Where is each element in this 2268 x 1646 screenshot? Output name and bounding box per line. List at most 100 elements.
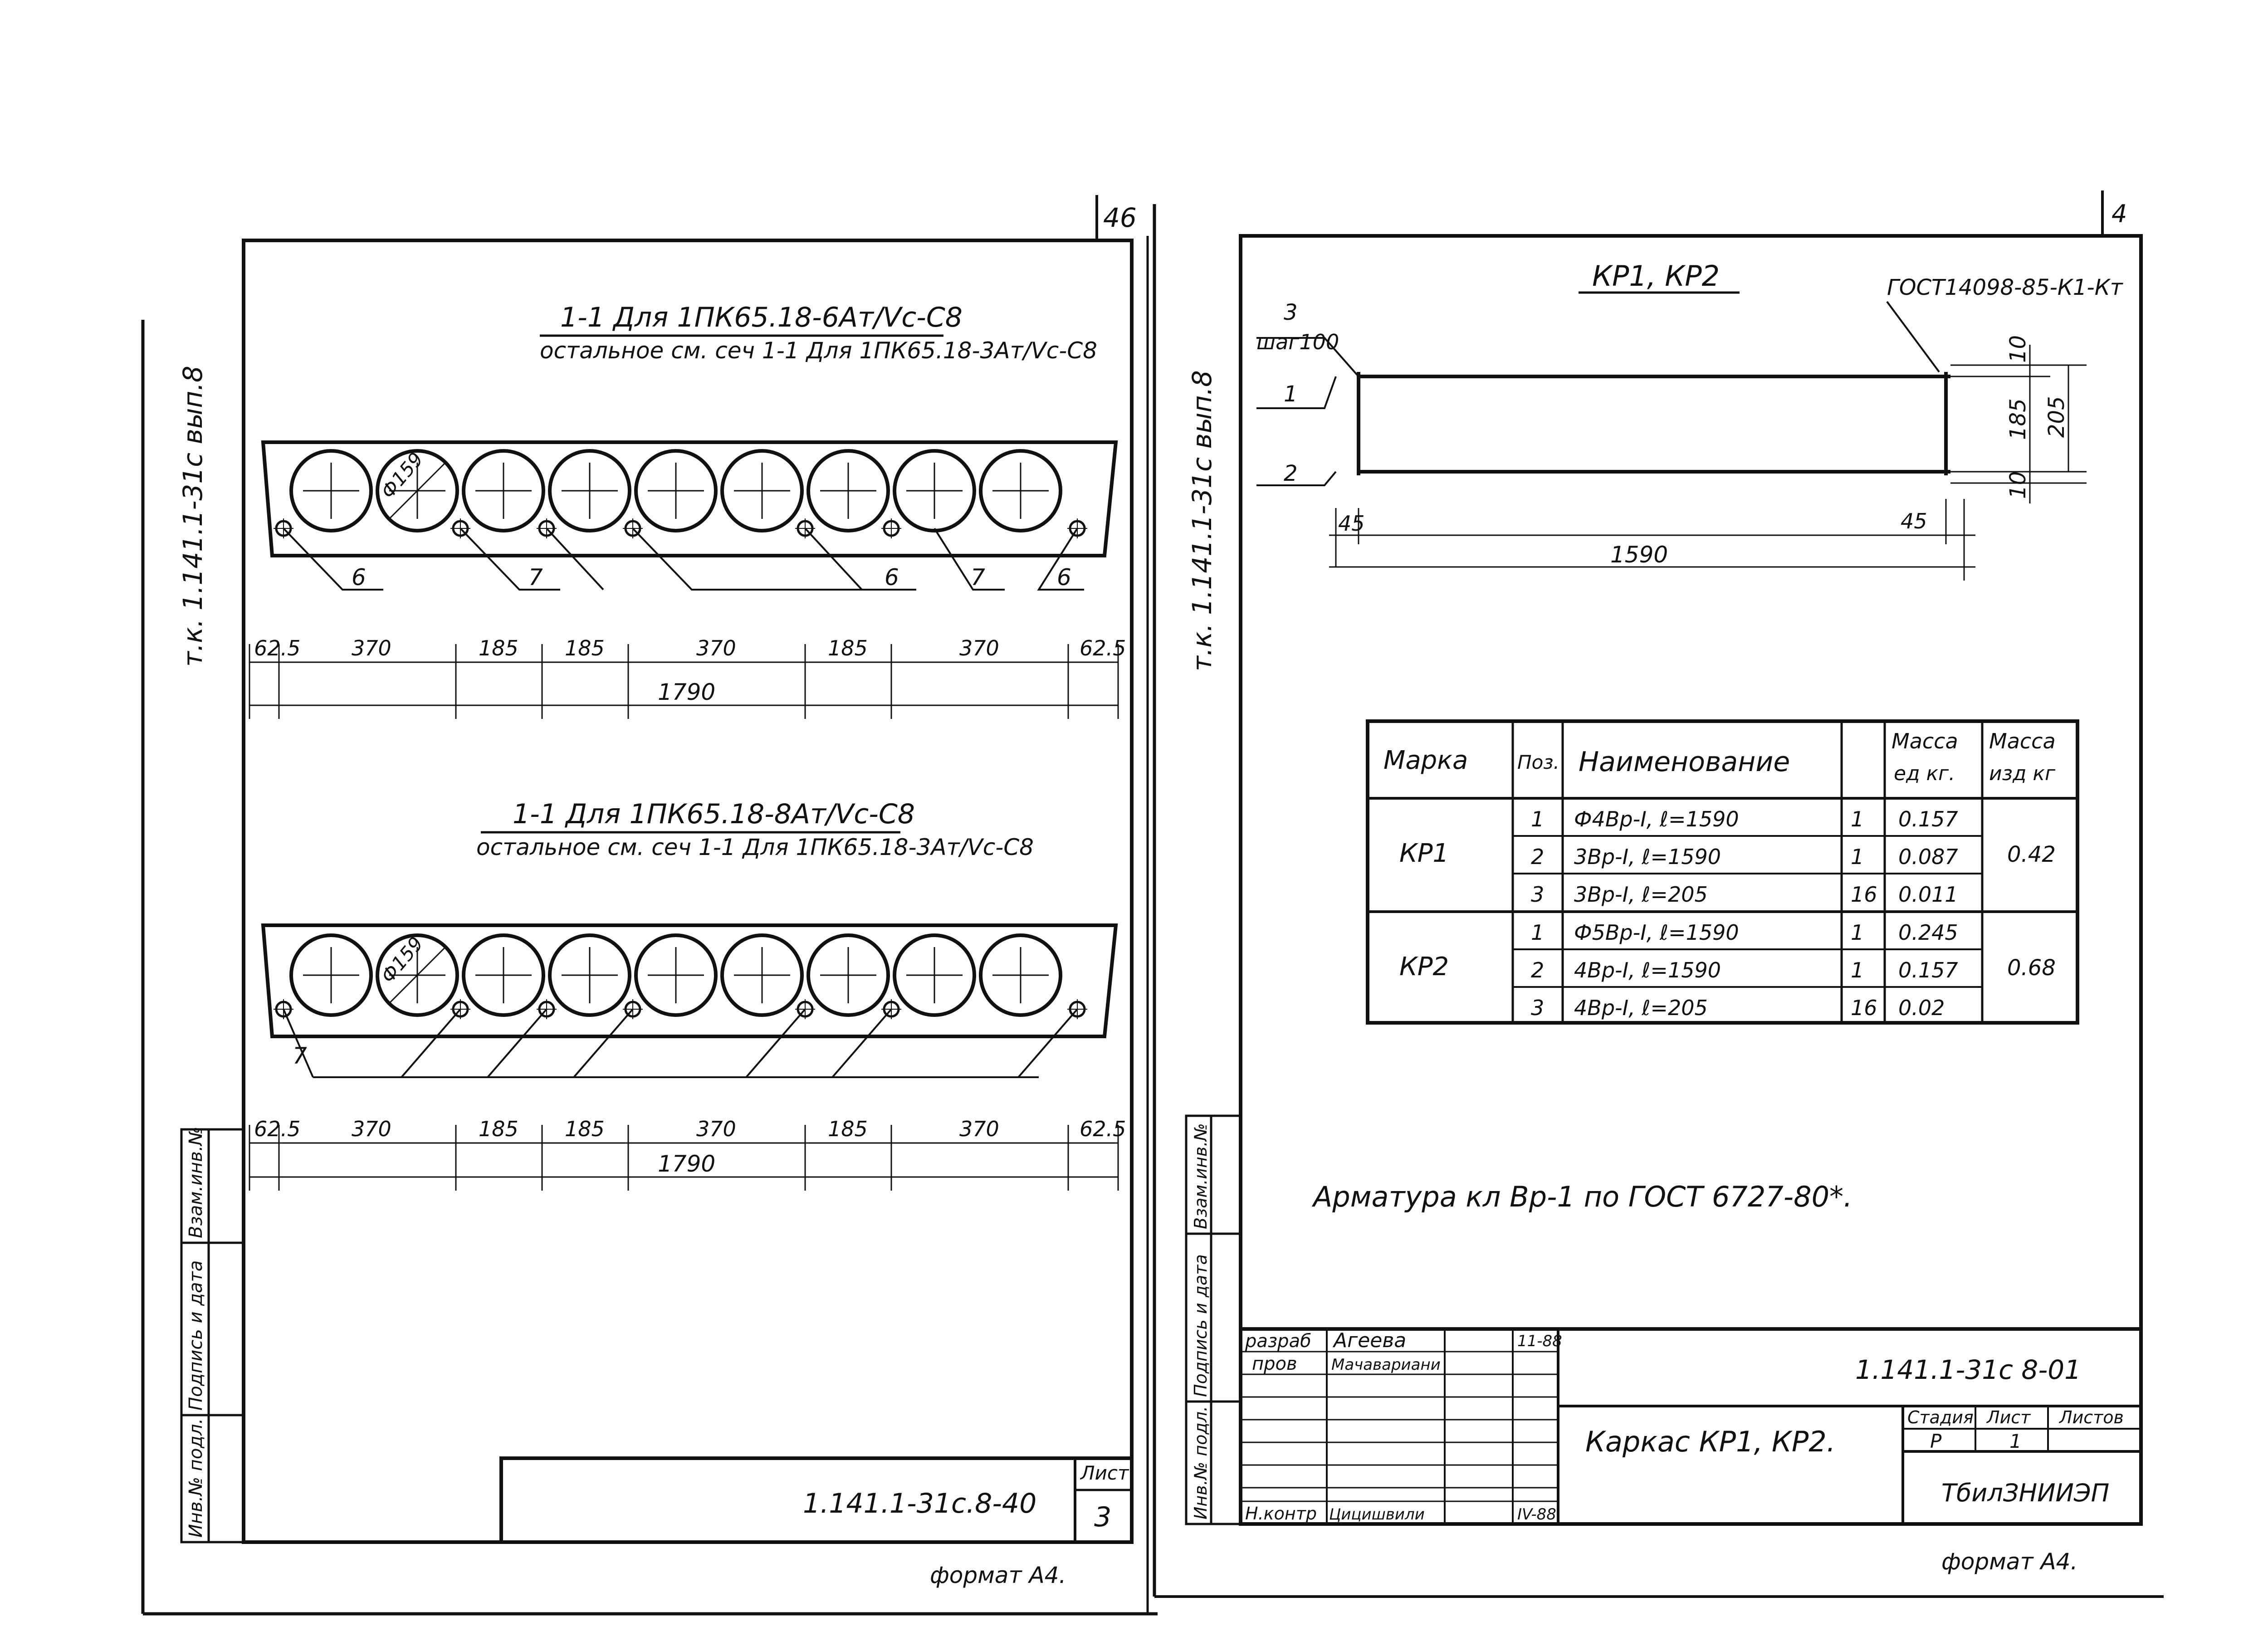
- position-2-label: 2: [1284, 461, 1298, 486]
- overall-dimension-label: 1790: [658, 1151, 715, 1177]
- left-stamp-label-1: Инв.№ подл.: [186, 1418, 206, 1538]
- table-pos: 1: [1531, 807, 1544, 831]
- table-name: 4Вр-I, ℓ=1590: [1574, 958, 1721, 982]
- dimension-label: 185: [479, 1117, 518, 1141]
- tb-sheet-label: Лист: [1986, 1407, 2031, 1427]
- tb-product: Каркас КР1, КР2.: [1585, 1425, 1835, 1458]
- table-pos: 1: [1531, 920, 1544, 945]
- tb-code: 1.141.1-31с 8-01: [1855, 1354, 2081, 1385]
- hollow-core-void: [807, 933, 890, 1017]
- slab-section-a: Ф159: [261, 440, 1118, 557]
- callout-leader: [632, 528, 916, 591]
- dimension-label: 370: [352, 636, 391, 660]
- table-mark: КР1: [1399, 839, 1449, 868]
- hollow-core-void: [634, 449, 718, 532]
- left-frame: [242, 239, 1134, 1544]
- callout-label: 7: [293, 1043, 307, 1069]
- dim-left-offset: 45: [1338, 511, 1365, 536]
- dimension-label: 185: [565, 636, 605, 660]
- table-pos: 2: [1531, 958, 1544, 982]
- dim-top: 10: [2005, 335, 2031, 363]
- hollow-core-void: [979, 449, 1062, 532]
- table-name: Ф4Вр-I, ℓ=1590: [1574, 807, 1739, 831]
- callout-leader: [459, 528, 560, 591]
- right-stamp-label-1: Инв.№ подл.: [1191, 1406, 1211, 1519]
- tb-date-3: IV-88: [1517, 1505, 1556, 1524]
- dimension-label: 370: [696, 636, 736, 660]
- table-qty: 1: [1851, 958, 1864, 982]
- left-sheet-label: Лист: [1080, 1462, 1129, 1484]
- callout-leader: [1037, 528, 1084, 591]
- callout-leader: [745, 1008, 806, 1078]
- right-stamp-label-2: Подпись и дата: [1191, 1254, 1211, 1397]
- dim-length: 1590: [1610, 542, 1668, 568]
- callout-leader: [934, 528, 1005, 591]
- left-title-block: 1.141.1-31с.8-40 Лист 3: [499, 1456, 1134, 1544]
- hollow-core-void: [807, 449, 890, 532]
- section-b-subtitle: остальное см. сеч 1-1 Для 1ПК65.18-3Ат/V…: [476, 834, 1034, 860]
- hollow-core-void: [289, 449, 373, 532]
- right-stamp-strip: Инв.№ подл. Подпись и дата Взам.инв.№: [1185, 1114, 1242, 1525]
- table-name: 3Вр-I, ℓ=205: [1574, 882, 1708, 907]
- th-mass-item-2: изд кг: [1989, 762, 2056, 785]
- callout-label: 6: [352, 564, 366, 591]
- right-title-block: [1239, 1327, 2143, 1526]
- dimension-label: 370: [352, 1117, 391, 1141]
- table-name: 3Вр-I, ℓ=1590: [1574, 845, 1721, 869]
- left-sheet: 46 т.к. 1.141.1-31с вып.8 1-1 Для 1ПК65.…: [141, 195, 1158, 1616]
- tb-stage-label: Стадия: [1907, 1407, 1974, 1427]
- table-qty: 1: [1851, 807, 1864, 831]
- table-mass: 0.245: [1898, 920, 1958, 945]
- table-name: Ф5Вр-I, ℓ=1590: [1574, 920, 1739, 945]
- material-note: Арматура кл Вр-1 по ГОСТ 6727-80*.: [1311, 1180, 1853, 1213]
- hollow-core-void: [634, 933, 718, 1017]
- dimension-label: 370: [959, 1117, 999, 1141]
- tb-stage: Р: [1930, 1430, 1942, 1452]
- hollow-core-void: [893, 933, 976, 1017]
- diameter-leader: [389, 463, 445, 519]
- frame-horizontal-dimensions: [1329, 499, 1975, 581]
- tb-sheets-label: Листов: [2058, 1407, 2124, 1427]
- left-sheet-number: 3: [1094, 1501, 1111, 1533]
- table-pos: 3: [1531, 882, 1544, 907]
- hollow-core-void: [376, 933, 459, 1017]
- dimension-label: 185: [565, 1117, 605, 1141]
- left-doc-code: 1.141.1-31с.8-40: [803, 1488, 1036, 1519]
- hollow-core-void: [462, 933, 545, 1017]
- frame-title: КР1, КР2: [1592, 259, 1720, 293]
- dimension-label: 185: [828, 636, 868, 660]
- table-qty: 16: [1851, 882, 1877, 907]
- section-a-subtitle: остальное см. сеч 1-1 Для 1ПК65.18-3Ат/V…: [540, 337, 1097, 364]
- table-mass-item: 0.68: [2007, 955, 2056, 981]
- hollow-core-void: [289, 933, 373, 1017]
- dimension-label: 62.5: [254, 1117, 300, 1141]
- callout-label: 6: [885, 564, 899, 591]
- table-mass: 0.087: [1898, 845, 1958, 869]
- th-mass-unit-2: ед кг.: [1894, 762, 1955, 785]
- left-corner-number: 46: [1103, 202, 1137, 233]
- callout-leader: [573, 1008, 634, 1078]
- callout-leader: [804, 528, 863, 591]
- dim-right-offset: 45: [1901, 509, 1927, 533]
- th-name: Наименование: [1579, 746, 1790, 778]
- table-pos: 3: [1531, 996, 1544, 1020]
- dimension-label: 370: [696, 1117, 736, 1141]
- th-mark: Марка: [1383, 746, 1468, 775]
- position-1-label: 1: [1284, 381, 1298, 407]
- table-mark: КР2: [1399, 952, 1449, 982]
- left-stamp-label-2: Подпись и дата: [186, 1260, 206, 1411]
- tb-role-2: пров: [1252, 1353, 1297, 1374]
- table-pos: 2: [1531, 845, 1544, 869]
- dimension-label: 370: [959, 636, 999, 660]
- table-name: 4Вр-I, ℓ=205: [1574, 996, 1708, 1020]
- tb-name-2: Мачавариани: [1331, 1356, 1441, 1374]
- table-qty: 16: [1851, 996, 1877, 1020]
- callout-leader: [283, 528, 383, 591]
- left-side-code: т.к. 1.141.1-31с вып.8: [177, 366, 208, 667]
- callout-leader: [487, 1008, 547, 1078]
- position-3-label: 3: [1284, 300, 1298, 325]
- callout-leader: [831, 1008, 892, 1078]
- tb-date-1: 11-88: [1517, 1332, 1562, 1350]
- table-mass-item: 0.42: [2007, 842, 2056, 867]
